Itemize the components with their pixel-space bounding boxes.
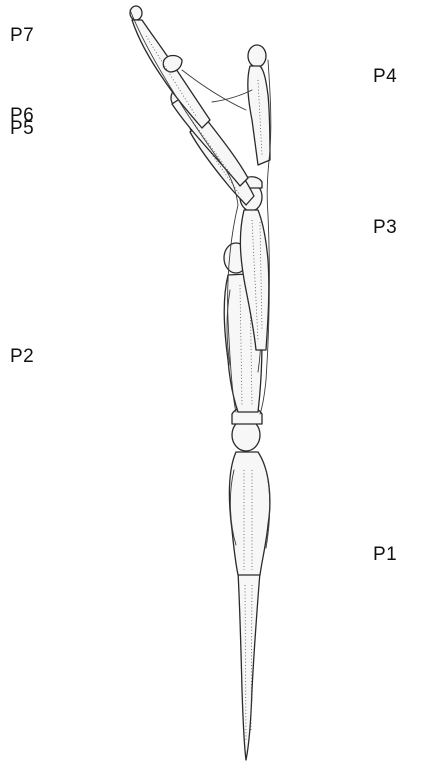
- label-p3: P3: [373, 218, 397, 237]
- label-p5: P5: [10, 119, 34, 138]
- figure-p7: [130, 6, 246, 128]
- label-p7: P7: [10, 26, 34, 45]
- label-p2: P2: [10, 347, 34, 366]
- label-p1: P1: [373, 545, 397, 564]
- label-p4: P4: [373, 67, 397, 86]
- base-spike: [238, 572, 260, 760]
- figure-p1: [229, 407, 269, 576]
